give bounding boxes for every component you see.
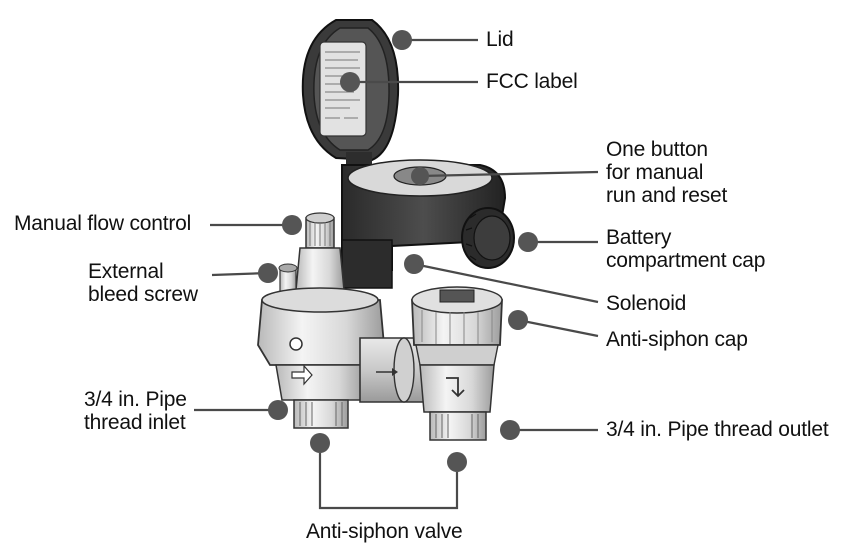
label-antisiphon-cap: Anti-siphon cap — [606, 328, 748, 351]
label-antisiphon-valve: Anti-siphon valve — [306, 520, 463, 543]
leader-antisiphon — [508, 310, 599, 338]
leader-inlet — [194, 400, 288, 420]
leader-solenoid — [404, 254, 599, 304]
connecting-pipe — [359, 337, 429, 403]
leader-bleed — [211, 263, 278, 283]
lid-shape — [301, 19, 400, 166]
label-flow-control: Manual flow control — [14, 212, 192, 235]
leader-lid — [392, 30, 478, 50]
label-solenoid: Solenoid — [606, 292, 687, 315]
label-fcc: FCC label — [486, 70, 578, 93]
leader-outlet — [500, 420, 598, 440]
outlet-valve-body — [411, 286, 503, 441]
label-outlet: 3/4 in. Pipe thread outlet — [606, 418, 829, 441]
leader-button — [411, 167, 599, 185]
label-lid: Lid — [486, 28, 514, 51]
leader-fcc — [340, 72, 478, 92]
leader-antisiphon-valve — [310, 433, 467, 510]
solenoid-shape — [341, 239, 393, 289]
leader-flow — [210, 215, 302, 235]
leader-battery — [518, 232, 598, 252]
battery-cap-shape — [461, 207, 515, 269]
inlet-valve-body — [257, 287, 385, 429]
flow-control-shape — [295, 212, 345, 291]
